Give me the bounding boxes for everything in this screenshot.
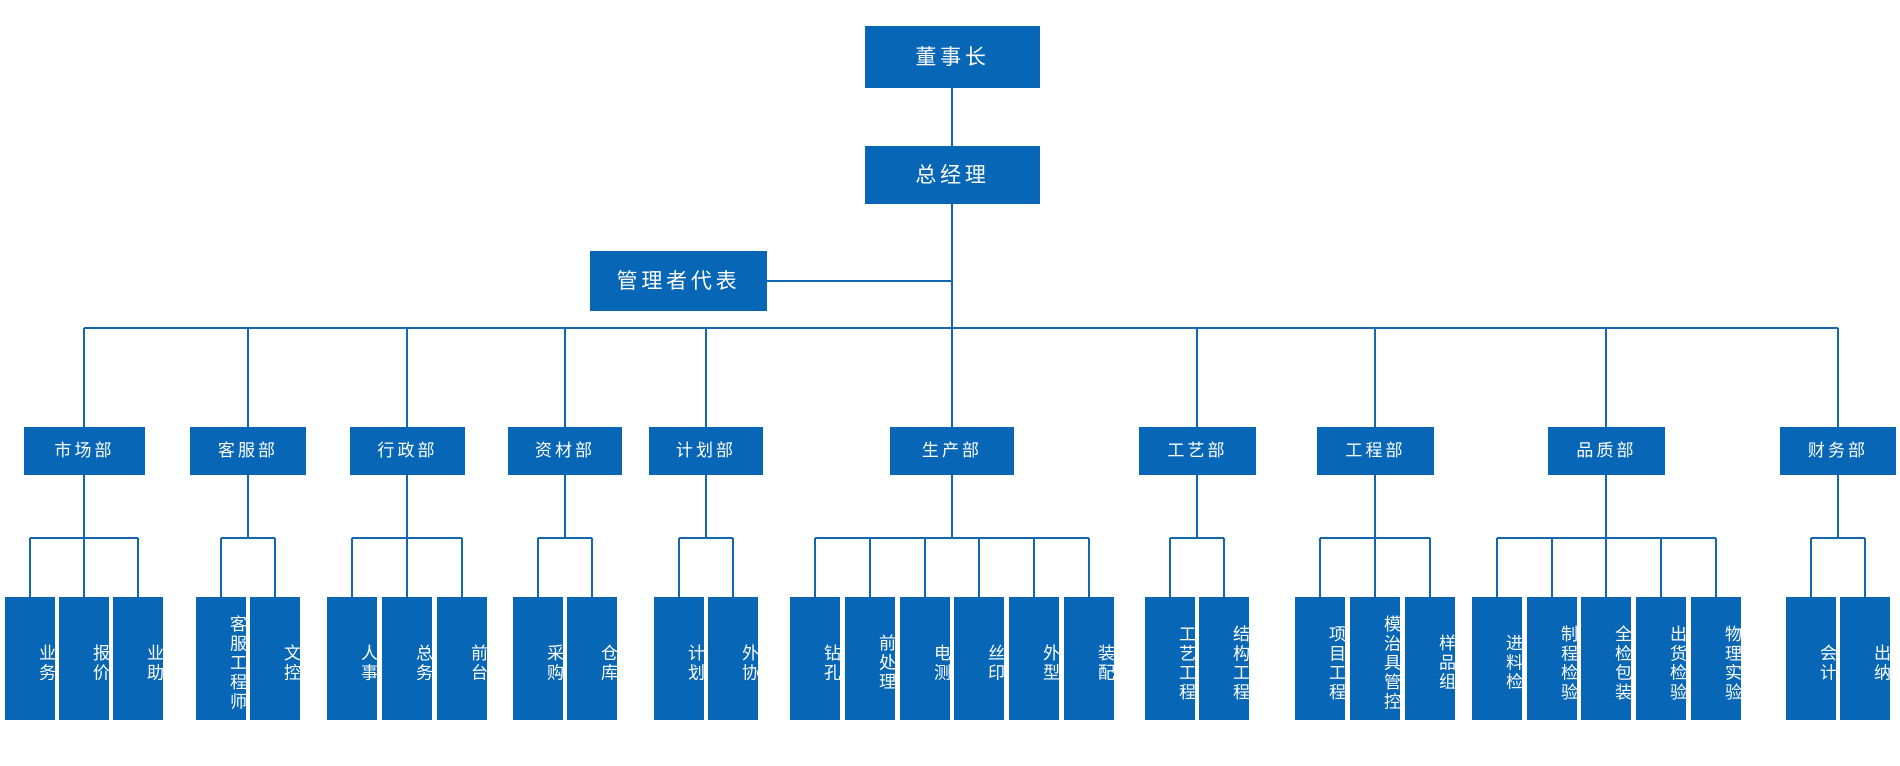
node-leaf-label: 会计 [1816, 644, 1836, 683]
node-leaf-quality-3[interactable]: 出货检验 [1636, 597, 1686, 720]
node-leaf-label: 模治具管控 [1380, 615, 1400, 712]
node-dept-finance-label: 财务部 [1807, 440, 1869, 461]
node-dept-materials-label: 资材部 [534, 440, 596, 461]
node-leaf-market-2[interactable]: 业助 [113, 597, 163, 720]
node-leaf-engineering-1[interactable]: 模治具管控 [1350, 597, 1400, 720]
node-dept-engineering[interactable]: 工程部 [1317, 427, 1434, 475]
node-leaf-production-0[interactable]: 钻孔 [790, 597, 840, 720]
node-dept-market[interactable]: 市场部 [24, 427, 145, 475]
node-leaf-market-0[interactable]: 业务 [5, 597, 55, 720]
node-dept-service[interactable]: 客服部 [190, 427, 306, 475]
node-leaf-label: 全检包装 [1611, 624, 1631, 703]
node-leaf-finance-1[interactable]: 出纳 [1840, 597, 1890, 720]
node-leaf-label: 采购 [543, 644, 563, 683]
node-leaf-admin-0[interactable]: 人事 [327, 597, 377, 720]
node-leaf-market-1[interactable]: 报价 [59, 597, 109, 720]
node-leaf-production-1[interactable]: 前处理 [845, 597, 895, 720]
node-management-representative-label: 管理者代表 [616, 268, 741, 293]
node-leaf-quality-4[interactable]: 物理实验 [1691, 597, 1741, 720]
node-leaf-quality-1[interactable]: 制程检验 [1527, 597, 1577, 720]
node-leaf-label: 外型 [1039, 644, 1059, 683]
node-leaf-label: 业助 [143, 644, 163, 683]
node-dept-production-label: 生产部 [921, 440, 983, 461]
node-leaf-label: 结构工程 [1229, 624, 1249, 703]
node-leaf-label: 总务 [412, 644, 432, 683]
node-leaf-quality-0[interactable]: 进料检 [1472, 597, 1522, 720]
node-leaf-label: 人事 [357, 644, 377, 683]
node-leaf-label: 前处理 [875, 634, 895, 693]
node-leaf-quality-2[interactable]: 全检包装 [1581, 597, 1631, 720]
node-leaf-production-2[interactable]: 电测 [900, 597, 950, 720]
node-leaf-process-0[interactable]: 工艺工程 [1145, 597, 1195, 720]
node-dept-market-label: 市场部 [54, 440, 115, 461]
node-leaf-service-0[interactable]: 客服工程师 [196, 597, 246, 720]
node-dept-admin[interactable]: 行政部 [350, 427, 465, 475]
node-leaf-materials-0[interactable]: 采购 [513, 597, 563, 720]
node-dept-planning-label: 计划部 [675, 440, 737, 461]
node-leaf-production-3[interactable]: 丝印 [954, 597, 1004, 720]
node-leaf-label: 前台 [467, 644, 487, 683]
node-leaf-label: 仓库 [597, 644, 617, 683]
node-leaf-label: 电测 [930, 644, 950, 683]
node-dept-quality-label: 品质部 [1576, 440, 1637, 461]
node-leaf-label: 样品组 [1435, 634, 1455, 693]
node-dept-service-label: 客服部 [217, 440, 279, 461]
node-leaf-label: 计划 [684, 644, 704, 683]
node-dept-process[interactable]: 工艺部 [1139, 427, 1256, 475]
node-leaf-process-1[interactable]: 结构工程 [1199, 597, 1249, 720]
node-leaf-label: 报价 [89, 644, 109, 683]
node-leaf-label: 进料检 [1502, 634, 1522, 693]
node-leaf-finance-0[interactable]: 会计 [1786, 597, 1836, 720]
node-leaf-label: 出纳 [1870, 644, 1890, 683]
node-leaf-admin-1[interactable]: 总务 [382, 597, 432, 720]
node-leaf-label: 装配 [1094, 644, 1114, 683]
node-dept-quality[interactable]: 品质部 [1548, 427, 1665, 475]
node-dept-admin-label: 行政部 [377, 440, 438, 461]
node-leaf-admin-2[interactable]: 前台 [437, 597, 487, 720]
node-leaf-label: 制程检验 [1557, 624, 1577, 703]
node-dept-planning[interactable]: 计划部 [649, 427, 763, 475]
node-leaf-planning-1[interactable]: 外协 [708, 597, 758, 720]
node-leaf-label: 客服工程师 [226, 615, 246, 712]
node-dept-finance[interactable]: 财务部 [1780, 427, 1896, 475]
node-dept-process-label: 工艺部 [1167, 440, 1228, 461]
node-leaf-production-5[interactable]: 装配 [1064, 597, 1114, 720]
node-leaf-engineering-0[interactable]: 项目工程 [1295, 597, 1345, 720]
node-leaf-label: 工艺工程 [1175, 624, 1195, 703]
node-leaf-label: 文控 [280, 644, 300, 683]
node-leaf-label: 物理实验 [1721, 624, 1741, 703]
node-leaf-materials-1[interactable]: 仓库 [567, 597, 617, 720]
node-dept-engineering-label: 工程部 [1345, 440, 1406, 461]
node-management-representative[interactable]: 管理者代表 [590, 251, 767, 311]
node-leaf-label: 外协 [738, 644, 758, 683]
node-leaf-label: 业务 [35, 644, 55, 683]
node-leaf-planning-0[interactable]: 计划 [654, 597, 704, 720]
node-dept-materials[interactable]: 资材部 [508, 427, 622, 475]
node-leaf-label: 项目工程 [1325, 624, 1345, 703]
node-leaf-label: 钻孔 [820, 644, 840, 683]
node-leaf-label: 出货检验 [1666, 624, 1686, 703]
node-leaf-engineering-2[interactable]: 样品组 [1405, 597, 1455, 720]
node-leaf-label: 丝印 [984, 644, 1004, 683]
node-chairman-label: 董事长 [915, 44, 990, 69]
node-chairman[interactable]: 董事长 [865, 26, 1040, 88]
node-general-manager-label: 总经理 [915, 162, 990, 187]
node-general-manager[interactable]: 总经理 [865, 146, 1040, 204]
node-dept-production[interactable]: 生产部 [890, 427, 1014, 475]
node-leaf-production-4[interactable]: 外型 [1009, 597, 1059, 720]
node-leaf-service-1[interactable]: 文控 [250, 597, 300, 720]
